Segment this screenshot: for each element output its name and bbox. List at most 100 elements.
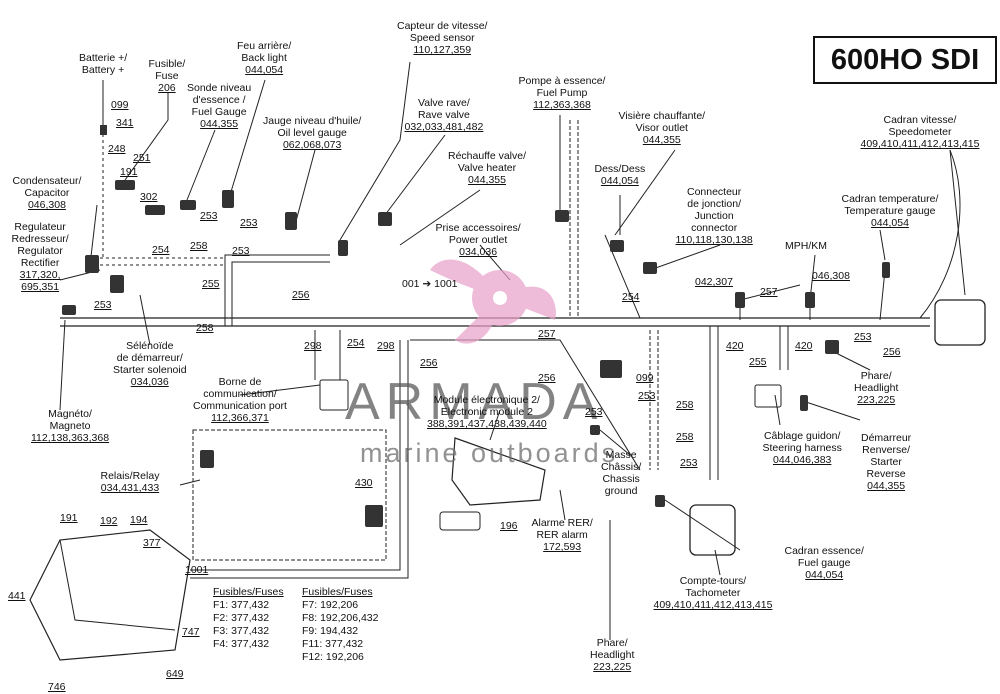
callout-line: Battery + bbox=[81, 64, 125, 76]
callout-line: Cadran temperature/ bbox=[841, 193, 939, 205]
callout-line: Batterie +/ bbox=[79, 52, 128, 64]
callout-line: Back light bbox=[241, 52, 287, 64]
callout-line: Valve heater bbox=[457, 162, 517, 174]
callout-ref: 044,355 bbox=[867, 480, 906, 492]
callout-line: Phare/ bbox=[596, 637, 628, 649]
callout-line: Speed sensor bbox=[409, 32, 475, 44]
part-number: 046,308 bbox=[812, 270, 850, 282]
part-number: 430 bbox=[355, 477, 373, 489]
part-number: 248 bbox=[108, 143, 126, 155]
callout-line: Cadran vitesse/ bbox=[883, 114, 957, 126]
part-number: 258 bbox=[676, 431, 694, 443]
callout-line: Communication port bbox=[193, 400, 287, 412]
part-number: 192 bbox=[100, 515, 118, 527]
callout-line: Cadran essence/ bbox=[784, 545, 864, 557]
callout-line: Démarreur bbox=[861, 432, 912, 444]
part-number: 747 bbox=[182, 626, 200, 638]
part-number: 194 bbox=[130, 514, 148, 526]
callout-line: Speedometer bbox=[888, 126, 952, 138]
model-title: 600HO SDI bbox=[813, 36, 997, 84]
part-number: 256 bbox=[883, 346, 901, 358]
part-number: 253 bbox=[240, 217, 258, 229]
callout-ref: 062,068,073 bbox=[282, 139, 342, 151]
part-number: 420 bbox=[726, 340, 744, 352]
callout-line: MPH/KM bbox=[785, 240, 827, 252]
callout-line: Capacitor bbox=[24, 187, 70, 199]
part-number: 341 bbox=[116, 117, 134, 129]
callout-ref: 172,593 bbox=[543, 541, 582, 553]
callout-line: Starter bbox=[870, 456, 902, 468]
callout-line: Compte-tours/ bbox=[679, 575, 747, 587]
part-number: 251 bbox=[133, 152, 151, 164]
part-number: 377 bbox=[143, 537, 161, 549]
part-number: 253 bbox=[585, 406, 603, 418]
callout-ref: 032,033,481,482 bbox=[404, 121, 484, 133]
callout-line: Fusible/ bbox=[148, 58, 186, 70]
part-number: 649 bbox=[166, 668, 184, 680]
callout-ref: 044,355 bbox=[200, 118, 239, 130]
callout-line: Fuel gauge bbox=[797, 557, 851, 569]
part-number: 258 bbox=[190, 240, 208, 252]
callout-line: de jonction/ bbox=[687, 198, 741, 210]
callout-line: Condensateur/ bbox=[12, 175, 82, 187]
callout-line: Redresseur/ bbox=[11, 233, 69, 245]
callout-line: Réchauffe valve/ bbox=[448, 150, 527, 162]
callout-line: Electronic module 2 bbox=[440, 406, 533, 418]
part-number: 258 bbox=[676, 399, 694, 411]
part-number: 1001 bbox=[185, 564, 209, 576]
callout-ref: 044,054 bbox=[600, 175, 639, 187]
fuse-row: F11: 377,432 bbox=[302, 638, 364, 650]
part-number: 258 bbox=[196, 322, 214, 334]
part-number: 257 bbox=[760, 286, 778, 298]
part-number: 253 bbox=[680, 457, 698, 469]
callout-line: Rave valve bbox=[417, 109, 470, 121]
callout-ref: 388,391,437,438,439,440 bbox=[427, 418, 547, 430]
callout-ref: 409,410,411,412,413,415 bbox=[653, 599, 773, 611]
callout-line: Dess/Dess bbox=[594, 163, 646, 175]
fuse-row: F9: 194,432 bbox=[302, 625, 359, 637]
part-number: 099 bbox=[636, 372, 654, 384]
callout-line: Prise accessoires/ bbox=[435, 222, 521, 234]
callout-ref: 044,054 bbox=[870, 217, 909, 229]
part-number: 420 bbox=[795, 340, 813, 352]
callout-ref: 044,355 bbox=[642, 134, 681, 146]
callout-line: Power outlet bbox=[448, 234, 508, 246]
callout-line: Temperature gauge bbox=[844, 205, 936, 217]
callout-ref: 046,308 bbox=[27, 199, 66, 211]
part-number: 302 bbox=[140, 191, 158, 203]
callout-ref: 695,351 bbox=[21, 281, 60, 293]
callout-ref: 034,036 bbox=[459, 246, 498, 258]
callout-line: Fuel Pump bbox=[536, 87, 588, 99]
callout-line: Tachometer bbox=[685, 587, 741, 599]
callout-line: Magnéto/ bbox=[48, 408, 92, 420]
callout-ref: 044,054 bbox=[245, 64, 284, 76]
part-number: 254 bbox=[622, 291, 640, 303]
fuse-list-right-title: Fusibles/Fuses bbox=[302, 586, 373, 598]
callout-line: Regulator bbox=[17, 245, 63, 257]
part-number: 255 bbox=[749, 356, 767, 368]
part-number: 256 bbox=[420, 357, 438, 369]
callout-line: Reverse bbox=[866, 468, 906, 480]
callout-ref: 044,054 bbox=[805, 569, 844, 581]
part-number: 298 bbox=[377, 340, 395, 352]
part-number: 253 bbox=[854, 331, 872, 343]
callout-ref: 034,431,433 bbox=[100, 482, 160, 494]
callout-ref: 112,138,363,368 bbox=[31, 432, 110, 444]
part-number: 253 bbox=[200, 210, 218, 222]
watermark-brand: ARMADA bbox=[345, 373, 604, 431]
